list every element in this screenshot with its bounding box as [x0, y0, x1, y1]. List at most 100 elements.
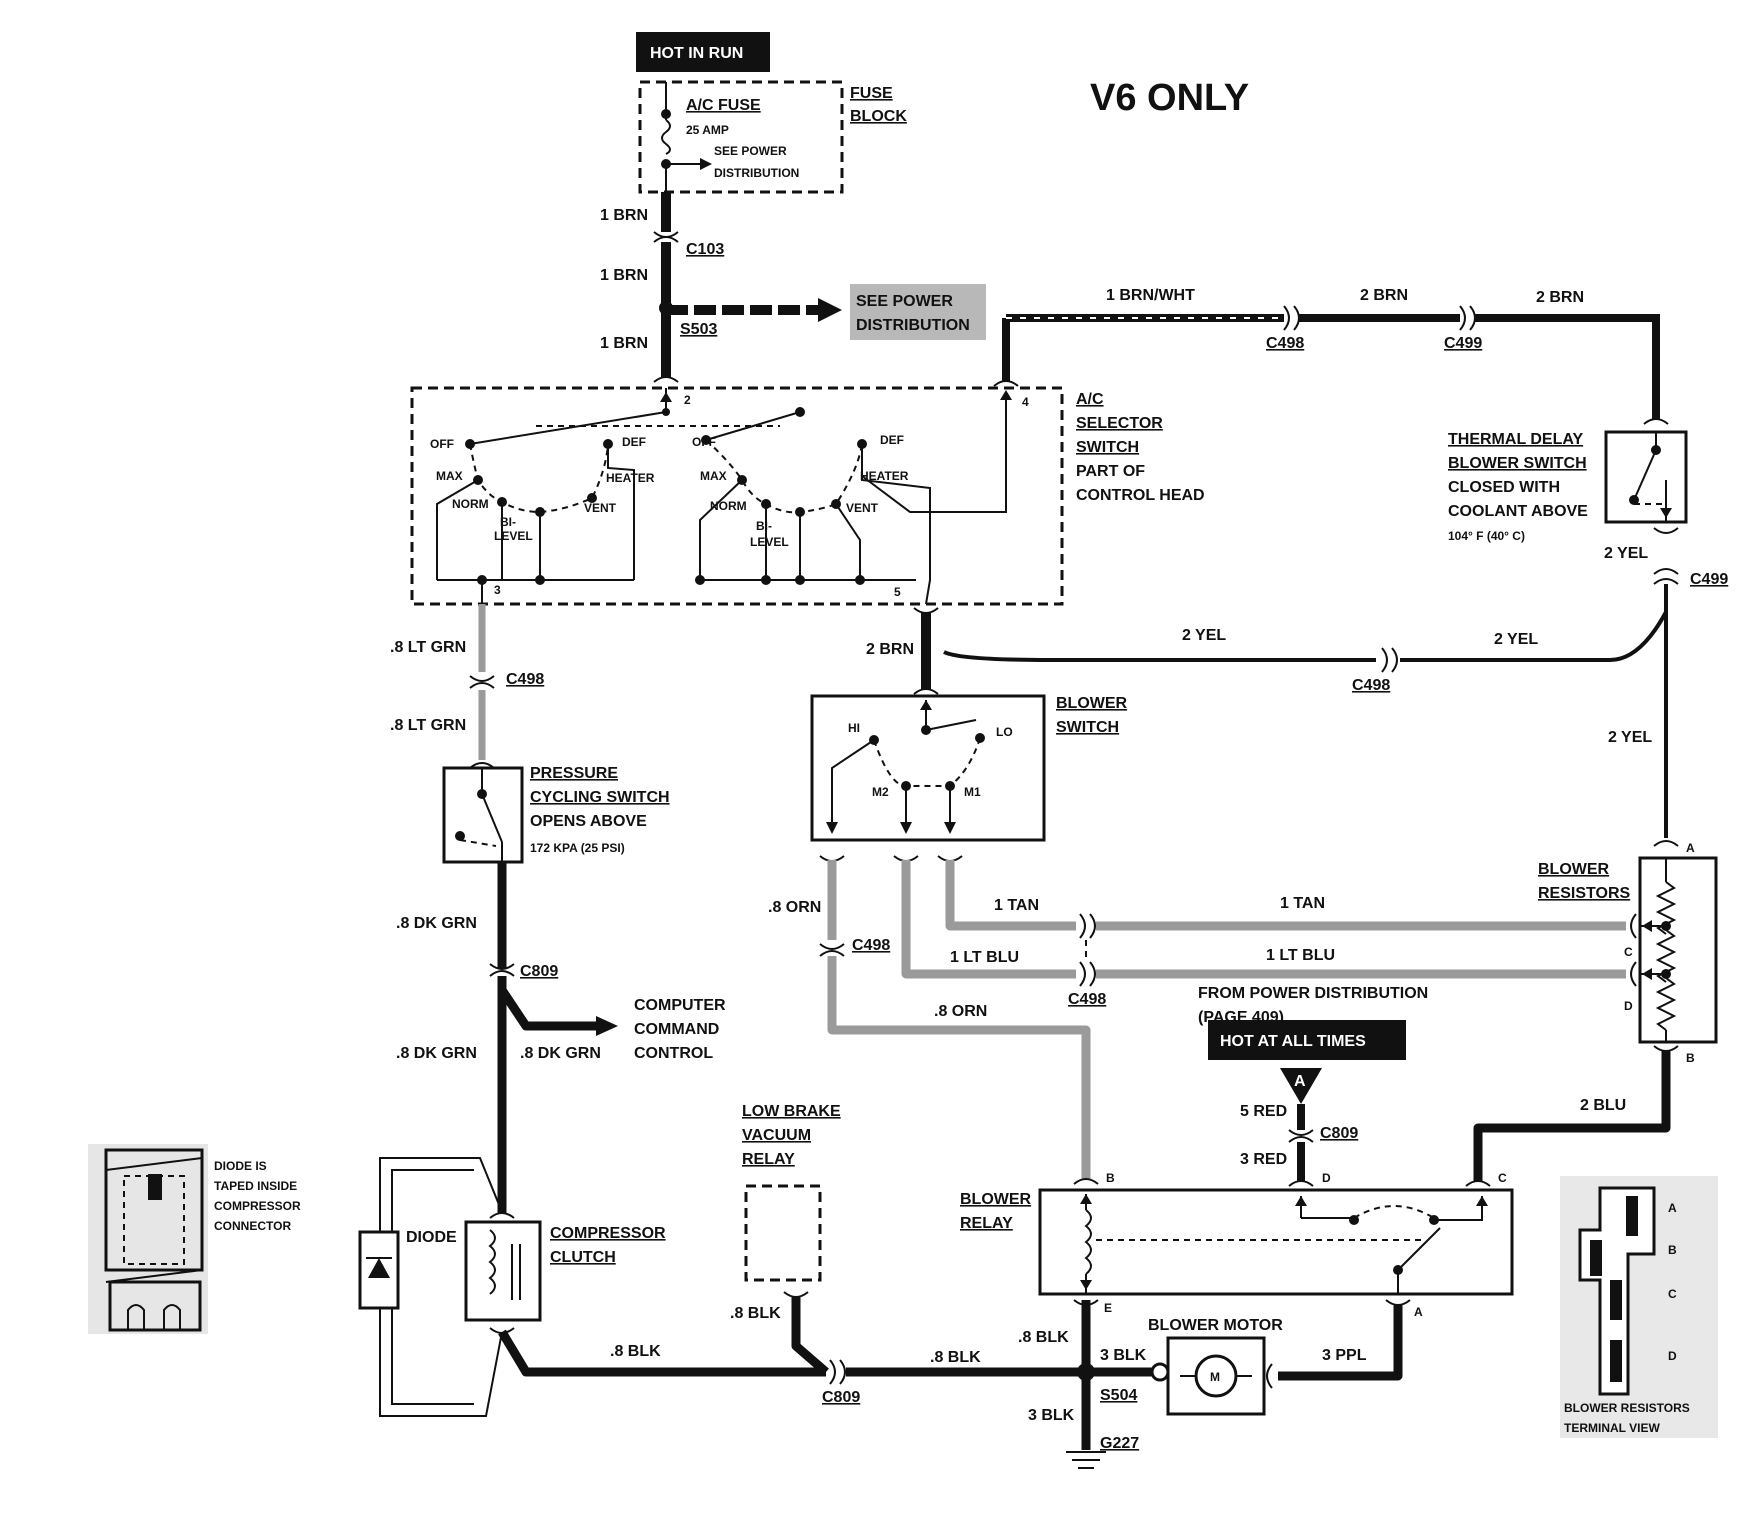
label-selector_switch-pins-p5: 5	[894, 585, 901, 599]
label-selector_switch-positions-level: LEVEL	[750, 535, 789, 549]
fuse-block: A/C FUSE 25 AMP SEE POWER DISTRIBUTION F…	[638, 80, 907, 194]
label-pressure_switch-l1: PRESSURE	[530, 765, 618, 782]
label-diode_inset-l1: DIODE IS	[214, 1159, 267, 1173]
label-wires-brn2: 2 BRN	[1360, 287, 1408, 304]
label-wires-blk08: .8 BLK	[1018, 1329, 1069, 1346]
label-from_power-l1: FROM POWER DISTRIBUTION	[1198, 985, 1428, 1002]
label-terminal_view-a: A	[1668, 1201, 1677, 1215]
label-wires-blk08: .8 BLK	[730, 1305, 781, 1322]
label-selector_switch-positions-def: DEF	[880, 433, 904, 447]
label-banners-splice_a: A	[1294, 1073, 1306, 1090]
diode-inset: DIODE IS TAPED INSIDE COMPRESSOR CONNECT…	[88, 1144, 301, 1334]
label-selector_switch-l4: PART OF	[1076, 463, 1145, 480]
label-pressure_switch-l2: CYCLING SWITCH	[530, 789, 670, 806]
label-blower_switch-l1: BLOWER	[1056, 695, 1128, 712]
label-wires-yel2: 2 YEL	[1182, 627, 1226, 644]
label-wires-red3: 3 RED	[1240, 1151, 1287, 1168]
label-compressor-l2: CLUTCH	[550, 1249, 616, 1266]
see-power-distribution-box: SEE POWER DISTRIBUTION	[850, 284, 986, 340]
label-selector_switch-pins-p2: 2	[684, 393, 691, 407]
label-selector_switch-positions-off: OFF	[692, 435, 716, 449]
label-wires-yel2: 2 YEL	[1604, 545, 1648, 562]
pressure-cycling-switch: PRESSURE CYCLING SWITCH OPENS ABOVE 172 …	[442, 762, 670, 864]
label-fuse_block-label_2: BLOCK	[850, 108, 907, 125]
label-wires-dkgrn08: .8 DK GRN	[396, 1045, 477, 1062]
label-wires-yel2: 2 YEL	[1494, 631, 1538, 648]
label-blower_motor-label: BLOWER MOTOR	[1148, 1317, 1283, 1334]
label-banners-hot_in_run: HOT IN RUN	[650, 45, 743, 62]
diode: DIODE	[358, 1157, 503, 1417]
fuse-rating: 25 AMP	[686, 123, 729, 137]
label-connectors-g227: G227	[1100, 1435, 1139, 1452]
label-thermal_delay-l2: BLOWER SWITCH	[1448, 455, 1587, 472]
label-connectors-c498: C498	[506, 671, 544, 688]
label-wires-red5: 5 RED	[1240, 1103, 1287, 1120]
label-blower_resistors-d: D	[1624, 999, 1633, 1013]
connector-c103: C103	[686, 241, 724, 258]
label-wires-orn08: .8 ORN	[768, 899, 821, 916]
label-terminal_view-b: B	[1668, 1243, 1677, 1257]
label-blower_relay-a: A	[1414, 1305, 1423, 1319]
label-connectors-c498: C498	[1352, 677, 1390, 694]
label-wires-tan1: 1 TAN	[1280, 895, 1325, 912]
label-banners-hot_at_all_times: HOT AT ALL TIMES	[1220, 1033, 1366, 1050]
label-low_brake-l2: VACUUM	[742, 1127, 811, 1144]
label-selector_switch-positions-heater: HEATER	[860, 469, 909, 483]
label-selector_switch-positions-bi: BI-	[500, 515, 516, 529]
label-connectors-s504: S504	[1100, 1387, 1137, 1404]
label-wires-blk3: 3 BLK	[1100, 1347, 1147, 1364]
label-selector_switch-positions-level: LEVEL	[494, 529, 533, 543]
wire-dkgrn: .8 DK GRN C809 .8 DK GRN .8 DK GRN COMPU…	[396, 862, 726, 1214]
label-selector_switch-positions-bi: BI-	[756, 519, 772, 533]
label-connectors-c499: C499	[1690, 571, 1728, 588]
label-compressor-l1: COMPRESSOR	[550, 1225, 666, 1242]
wire-1brnwht-top: 1 BRN/WHT 2 BRN 2 BRN C498 C499	[993, 287, 1669, 425]
label-wires-tan1: 1 TAN	[994, 897, 1039, 914]
wire-tan: 1 TAN 1 TAN	[937, 855, 1637, 939]
terminal-view-inset: A B C D BLOWER RESISTORS TERMINAL VIEW	[1560, 1176, 1718, 1438]
label-wires-brn2: 2 BRN	[866, 641, 914, 658]
label-low_brake-l3: RELAY	[742, 1151, 795, 1168]
label-wires-ppl3: 3 PPL	[1322, 1347, 1367, 1364]
label-selector_switch-positions-norm: NORM	[710, 499, 747, 513]
label-wires-ltblu1: 1 LT BLU	[1266, 947, 1335, 964]
label-selector_switch-positions-off: OFF	[430, 437, 454, 451]
label-diode_inset-l3: COMPRESSOR	[214, 1199, 301, 1213]
label-blower_resistors-c: C	[1624, 945, 1633, 959]
label-blower_relay-e: E	[1104, 1301, 1112, 1315]
label-blower_relay-l2: RELAY	[960, 1215, 1013, 1232]
label-wires-dkgrn08: .8 DK GRN	[396, 915, 477, 932]
label-blower_resistors-a: A	[1686, 841, 1695, 855]
label-fuse_block-see_1: SEE POWER	[714, 144, 787, 158]
label-wires-dkgrn08: .8 DK GRN	[520, 1045, 601, 1062]
label-diode-label: DIODE	[406, 1229, 457, 1246]
blower-motor: M BLOWER MOTOR	[1148, 1317, 1283, 1416]
label-wires-blk08: .8 BLK	[930, 1349, 981, 1366]
label-pressure_switch-l3: OPENS ABOVE	[530, 813, 647, 830]
label-blower_resistors-l1: BLOWER	[1538, 861, 1610, 878]
label-connectors-c809: C809	[1320, 1125, 1358, 1142]
fuse-name: A/C FUSE	[686, 97, 761, 114]
label-wires-brn1: 1 BRN	[600, 335, 648, 352]
label-selector_switch-positions-vent: VENT	[846, 501, 879, 515]
fuse-block-label: FUSE	[850, 85, 893, 102]
label-computer_control-l2: COMMAND	[634, 1021, 719, 1038]
label-blower_relay-b: B	[1106, 1171, 1115, 1185]
label-computer_control-l1: COMPUTER	[634, 997, 726, 1014]
label-selector_switch-pins-p3: 3	[494, 583, 501, 597]
label-selector_switch-positions-heater: HEATER	[606, 471, 655, 485]
label-blower_relay-l1: BLOWER	[960, 1191, 1032, 1208]
label-see_power_1: SEE POWER	[856, 293, 953, 310]
label-low_brake-l1: LOW BRAKE	[742, 1103, 841, 1120]
label-wires-brn1: 1 BRN	[600, 267, 648, 284]
label-connectors-c498: C498	[852, 937, 890, 954]
label-connectors-c809: C809	[520, 963, 558, 980]
wire-2brn-blower: 2 BRN	[866, 607, 939, 695]
label-blower_switch-m2: M2	[872, 785, 889, 799]
label-wires-brn2: 2 BRN	[1536, 289, 1584, 306]
label-wires-yel2: 2 YEL	[1608, 729, 1652, 746]
blower-resistors: A C D B BLOWER RESISTORS	[1538, 841, 1718, 1065]
label-wires-ltgrn08: .8 LT GRN	[390, 717, 466, 734]
label-connectors-c809: C809	[822, 1389, 860, 1406]
